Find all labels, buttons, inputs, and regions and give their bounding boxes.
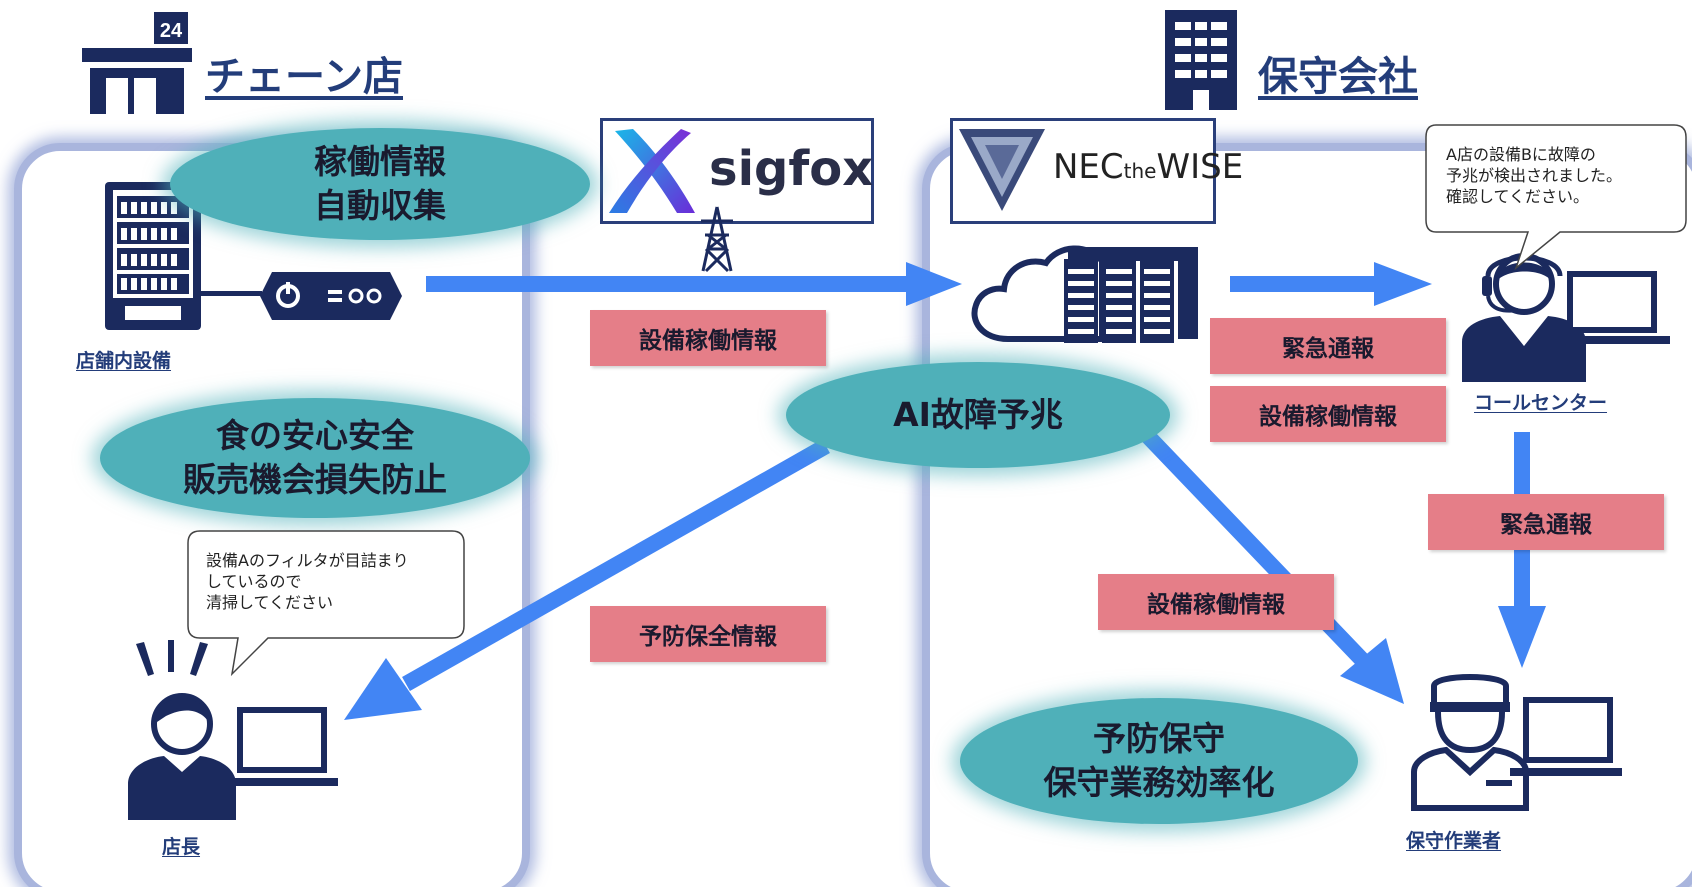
store-manager-icon [128, 640, 338, 820]
maintenance-company-title: 保守会社 [1258, 54, 1418, 100]
ellipse-auto-collect: 稼働情報 自動収集 [170, 128, 590, 240]
tag-operation-info-middle: 設備稼働情報 [590, 310, 826, 366]
tag-operation-info-right-2: 設備稼働情報 [1098, 574, 1334, 630]
shop-24-badge: 24 [160, 20, 183, 42]
nec-the-wise-logo: NECtheWISE [950, 118, 1243, 224]
tag-emergency-2: 緊急通報 [1428, 494, 1664, 550]
manager-bubble-text: 設備Aのフィルタが目詰まり しているので 清掃してください [206, 551, 409, 612]
arrow-ai-to-manager [344, 439, 830, 720]
arrow-cloud-to-callcenter [1230, 262, 1432, 306]
sigfox-logo: sigfox [600, 118, 874, 224]
sigfox-x-mark-icon [609, 129, 695, 213]
maintenance-worker-icon [1411, 674, 1622, 811]
worker-label: 保守作業者 [1406, 830, 1502, 852]
cloud-server-icon [971, 245, 1198, 343]
ellipse-food-safety: 食の安心安全 販売機会損失防止 [100, 398, 530, 518]
chain-store-title: チェーン店 [205, 54, 403, 100]
callcenter-bubble-text: A店の設備Bに故障の 予兆が検出されました。 確認してください。 [1446, 145, 1623, 206]
arrow-ai-to-worker [1136, 424, 1404, 704]
nec-wise-wordmark: NECtheWISE [1053, 147, 1244, 187]
callcenter-label: コールセンター [1474, 392, 1608, 414]
manager-label: 店長 [162, 836, 201, 858]
sigfox-wordmark: sigfox [709, 141, 874, 197]
arrow-callcenter-to-worker [1498, 432, 1546, 668]
nec-wise-emblem-icon [959, 129, 1045, 211]
tag-preventive-info: 予防保全情報 [590, 606, 826, 662]
transmission-tower-icon [701, 206, 733, 273]
callcenter-speech-bubble [1425, 124, 1687, 271]
ellipse-ai-failure-prediction: AI故障予兆 [786, 362, 1170, 468]
ellipse-preventive-maintenance: 予防保守 保守業務効率化 [960, 698, 1358, 824]
tag-emergency-1: 緊急通報 [1210, 318, 1446, 374]
tag-operation-info-right-1: 設備稼働情報 [1210, 386, 1446, 442]
arrow-gateway-to-cloud [426, 262, 962, 306]
iot-gateway-icon [260, 272, 402, 320]
manager-speech-bubble [187, 530, 465, 677]
convenience-store-icon: 24 [82, 12, 192, 114]
gateway-connector-line [200, 291, 262, 296]
office-building-icon [1165, 10, 1237, 110]
headset-operator-icon [1462, 253, 1670, 382]
vending-machine-icon [105, 182, 201, 330]
equipment-label: 店舗内設備 [76, 350, 172, 372]
